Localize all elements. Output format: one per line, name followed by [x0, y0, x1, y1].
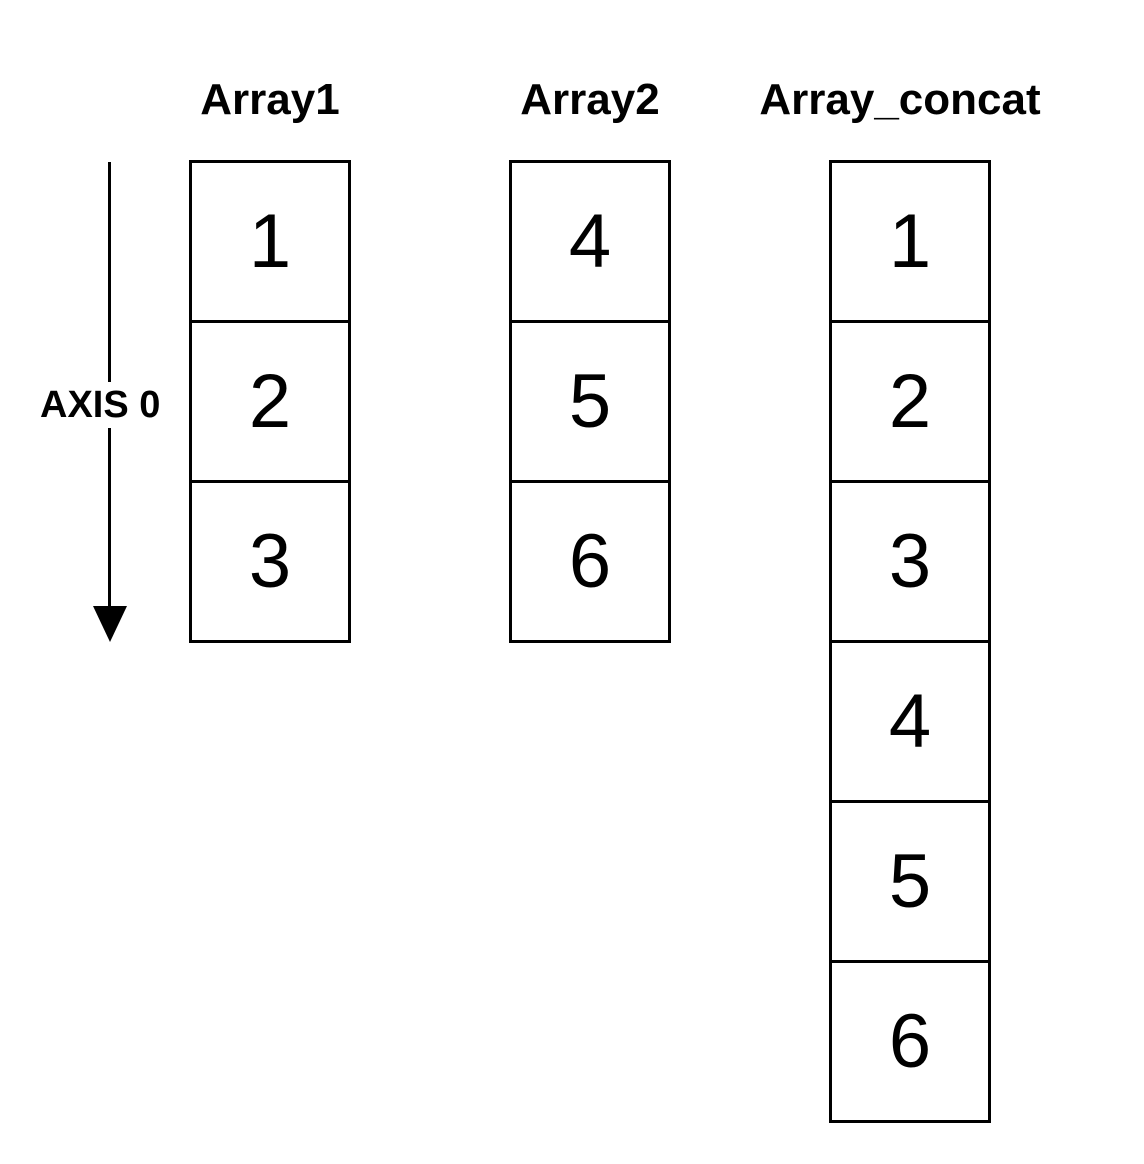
array1-cell: 3 [192, 480, 348, 640]
array-concat-cell: 3 [832, 480, 988, 640]
array2-title: Array2 [520, 75, 660, 124]
axis-label: AXIS 0 [38, 382, 163, 428]
array-concat-cell: 6 [832, 960, 988, 1120]
array-concat-cell: 4 [832, 640, 988, 800]
array2-cell: 4 [568, 199, 612, 284]
array1-cell: 2 [192, 320, 348, 480]
array2-column: 4 5 6 [509, 160, 671, 643]
array1-column: 1 2 3 [189, 160, 351, 643]
array2-cell: 6 [512, 480, 668, 640]
array-concat-cell: 1 [888, 199, 932, 284]
array-concat-column: 1 2 3 4 5 6 [829, 160, 991, 1123]
array-concat-cell: 2 [832, 320, 988, 480]
array-concat-cell: 5 [832, 800, 988, 960]
array2-cell: 5 [512, 320, 668, 480]
array1-title: Array1 [200, 75, 340, 124]
array-concat-title: Array_concat [759, 75, 1041, 124]
arrow-down-icon [93, 606, 127, 642]
array1-cell: 1 [248, 199, 292, 284]
